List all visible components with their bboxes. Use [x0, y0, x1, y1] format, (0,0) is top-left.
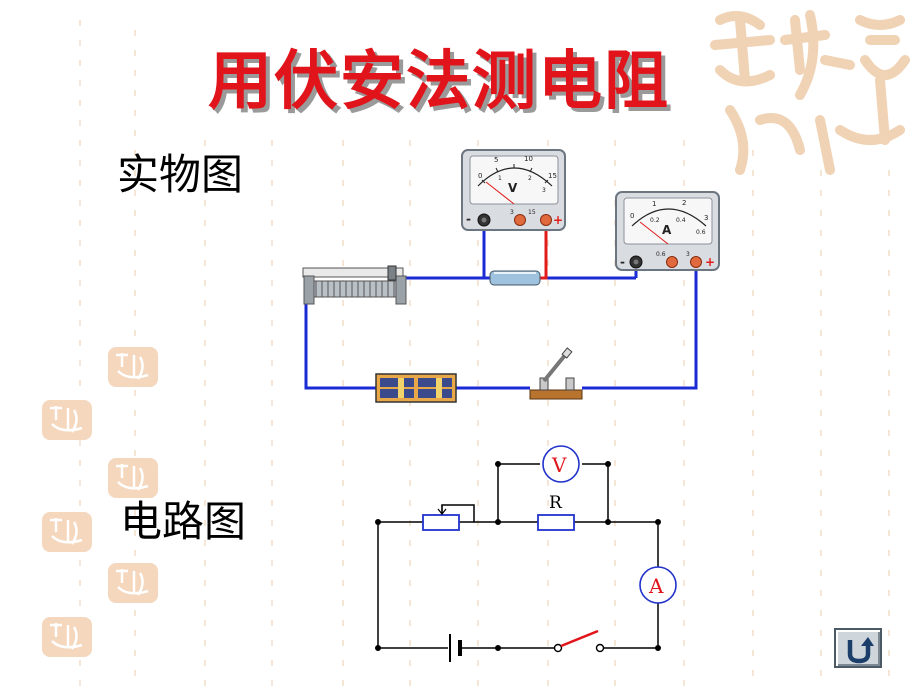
switch-symbol — [553, 629, 605, 653]
sliding-rheostat — [302, 265, 407, 305]
voltmeter-scale-2: 10 — [524, 155, 533, 163]
ammeter-inner-scale-2: 0.4 — [676, 217, 686, 224]
auspicious-seal-icon — [108, 347, 158, 387]
voltmeter-scale-0: 0 — [478, 172, 482, 180]
battery-pack — [375, 373, 457, 403]
auspicious-seal-icon — [108, 563, 158, 603]
auspicious-seal-icon — [108, 458, 158, 498]
back-button[interactable] — [834, 628, 882, 668]
voltmeter-symbol: V — [508, 181, 518, 195]
ammeter-symbol-circle — [639, 566, 677, 604]
ammeter-inner-scale-3: 0.6 — [696, 229, 706, 236]
ammeter-scale-2: 2 — [682, 199, 686, 207]
voltmeter-symbol-circle — [542, 445, 580, 483]
auspicious-seal-icon — [42, 400, 92, 440]
schematic-ammeter-label: A — [648, 574, 664, 598]
voltmeter-terminal-plus: + — [553, 213, 563, 227]
voltmeter-device: 0 5 10 15 1 2 3 V - 3 15 + — [461, 149, 566, 231]
knife-switch — [529, 347, 583, 400]
voltmeter-scale-1: 5 — [494, 156, 498, 164]
voltmeter-inner-scale-2: 2 — [528, 175, 532, 182]
ammeter-terminal-plus: + — [705, 255, 715, 269]
ammeter-terminal-3: 3 — [686, 251, 690, 258]
ammeter-scale-1: 1 — [652, 200, 656, 208]
physical-diagram-label: 实物图 — [117, 150, 244, 199]
ammeter-scale-3: 3 — [704, 214, 708, 222]
voltmeter-inner-scale-3: 3 — [542, 187, 546, 194]
resistor-label: R — [549, 493, 563, 513]
ammeter-symbol: A — [662, 223, 672, 237]
ammeter-device: 0 1 2 3 0.2 0.4 0.6 A - 0.6 3 + — [615, 191, 720, 271]
red-wire — [540, 228, 548, 280]
u-turn-back-arrow-icon — [847, 637, 874, 664]
voltmeter-terminal-minus: - — [466, 212, 471, 226]
resistor-symbol — [537, 514, 575, 531]
schematic-voltmeter-label: V — [551, 453, 567, 477]
ammeter-inner-scale-1: 0.2 — [650, 217, 660, 224]
voltmeter-inner-scale-1: 1 — [498, 175, 502, 182]
voltmeter-scale-3: 15 — [548, 172, 557, 180]
battery-symbol — [449, 634, 462, 662]
slide-title: 用伏安法测电阻 — [208, 44, 670, 119]
auspicious-seal-icon — [42, 512, 92, 552]
auspicious-seal-icon — [42, 617, 92, 657]
auspicious-seal-icon — [710, 10, 910, 175]
fixed-resistor — [489, 270, 541, 286]
blue-wires — [304, 228, 698, 390]
ammeter-terminal-0-6: 0.6 — [656, 251, 666, 258]
voltmeter-terminal-15: 15 — [528, 209, 536, 216]
rheostat-symbol — [422, 514, 460, 531]
ammeter-terminal-minus: - — [620, 255, 625, 269]
ammeter-scale-0: 0 — [630, 212, 634, 220]
circuit-diagram-label: 电路图 — [120, 497, 247, 546]
voltmeter-terminal-3: 3 — [510, 209, 514, 216]
